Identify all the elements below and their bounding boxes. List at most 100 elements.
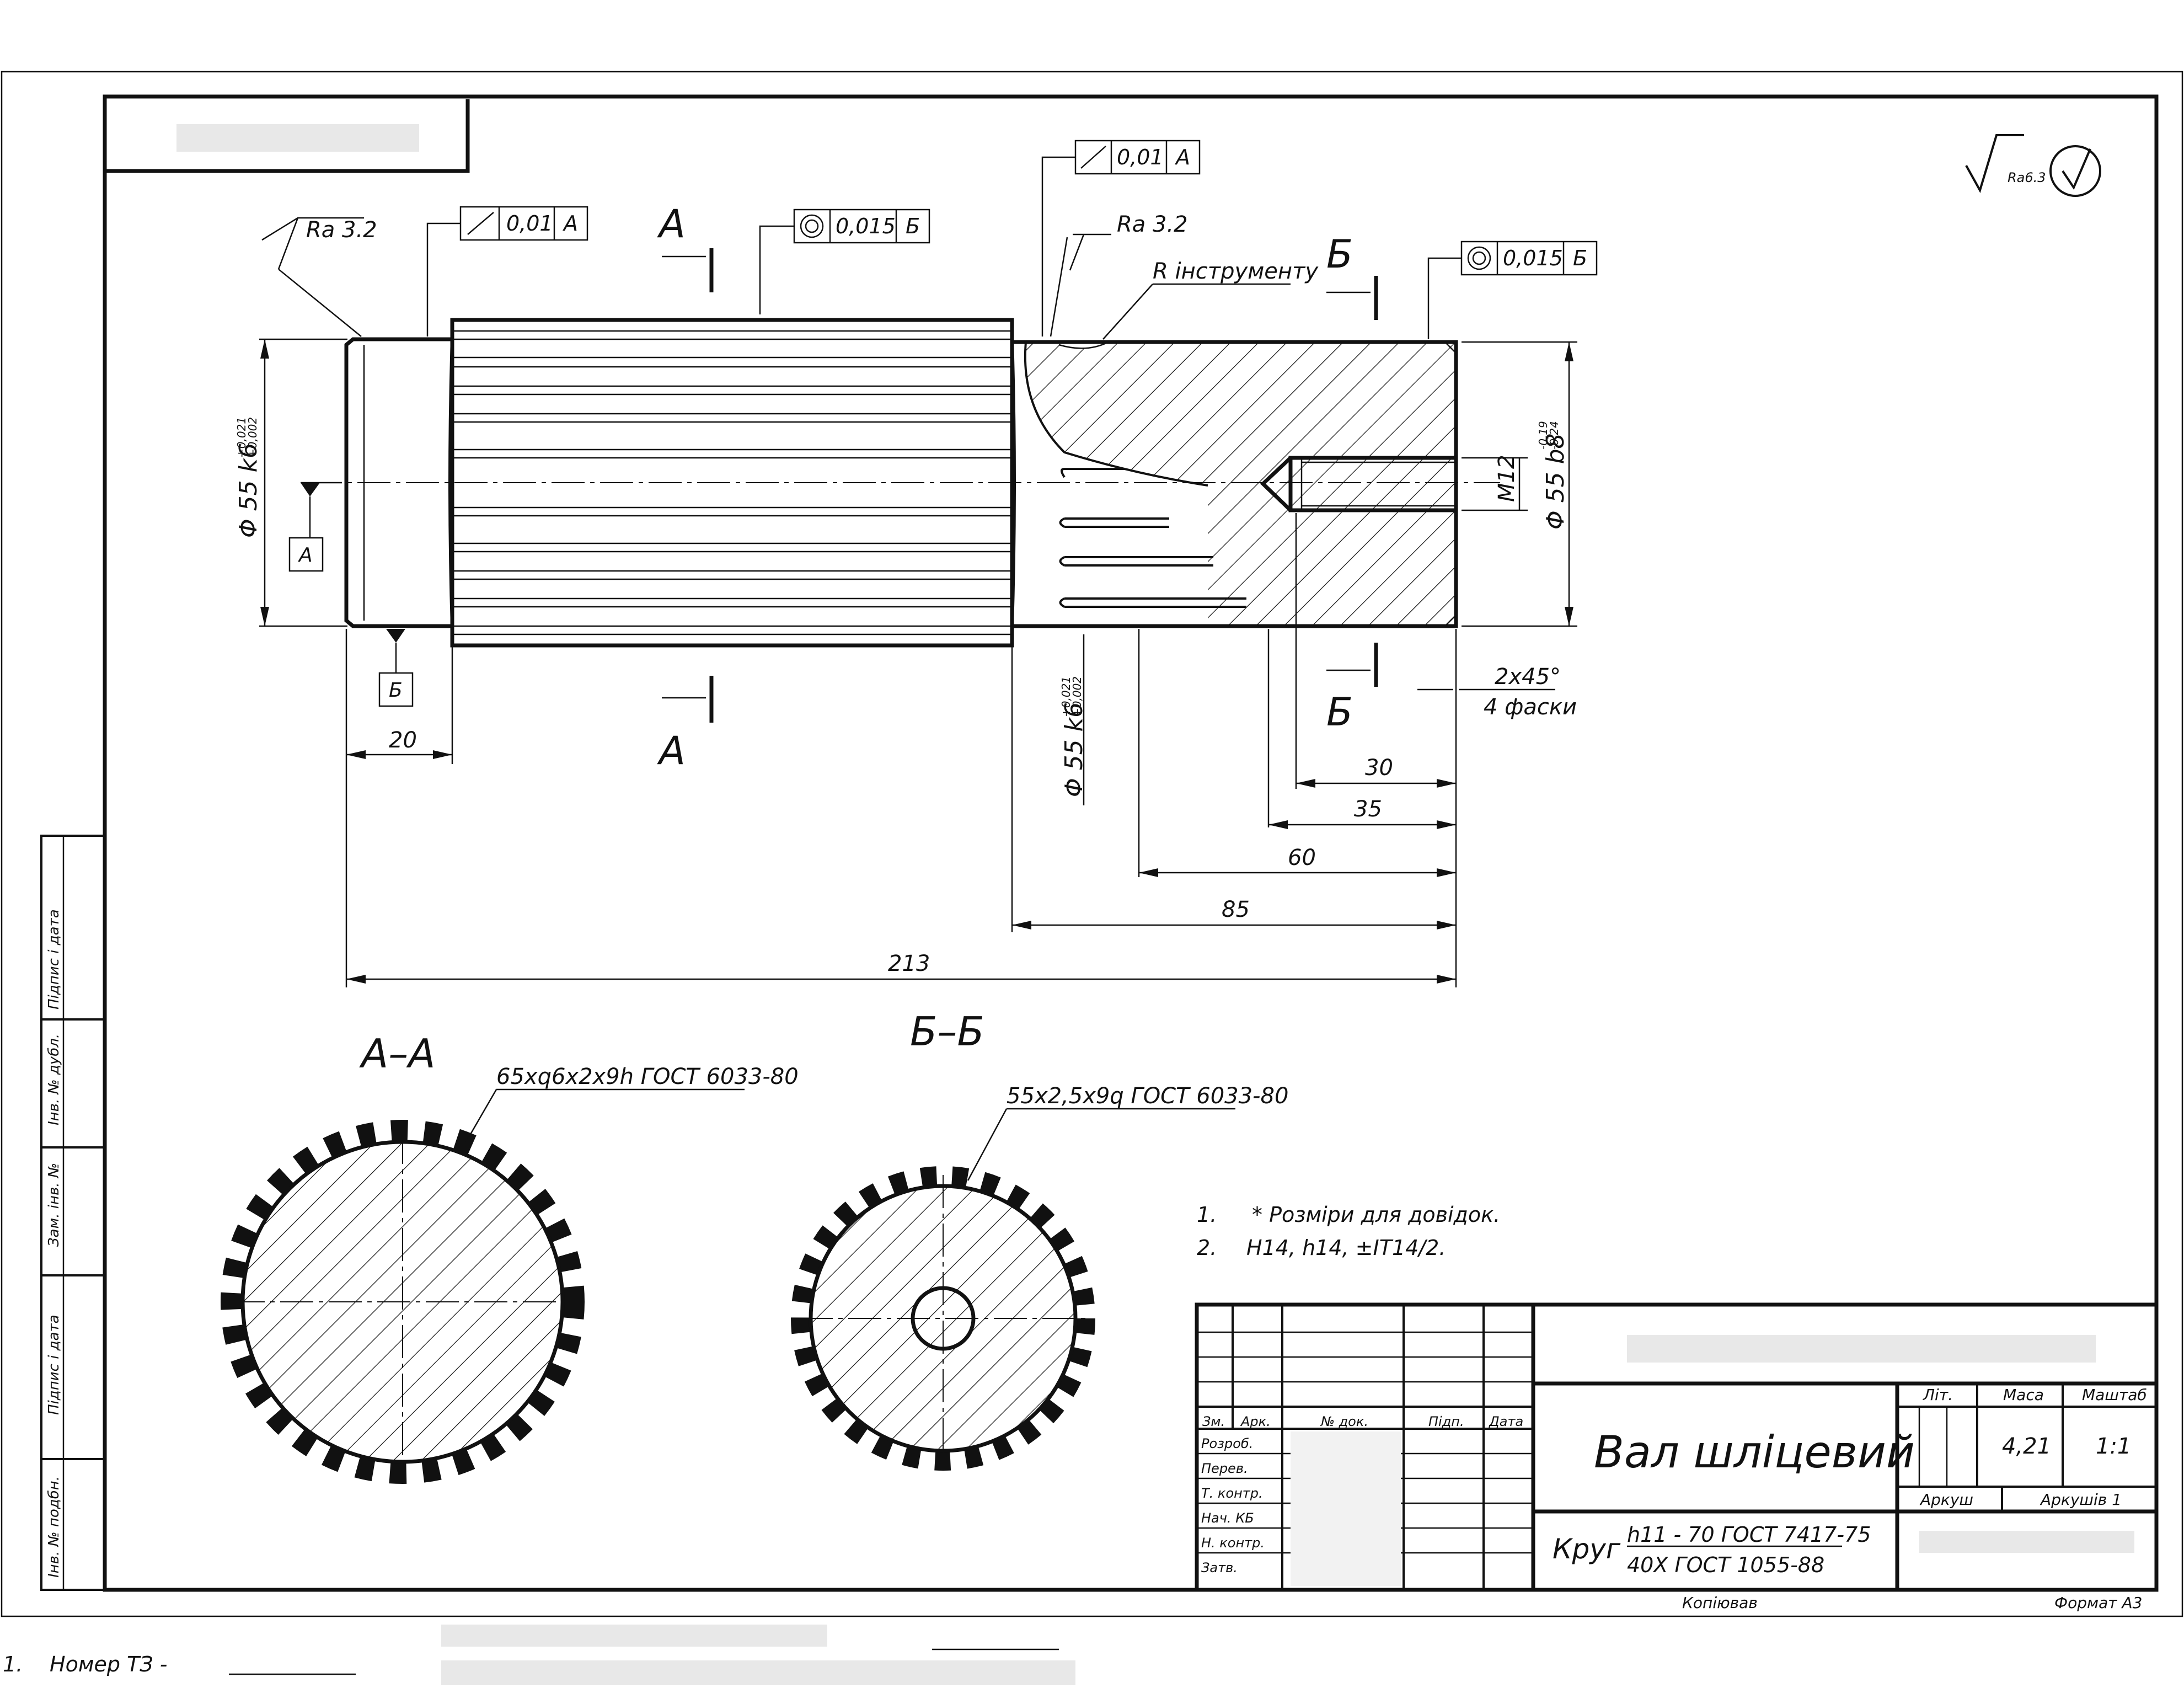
dim-thread: M12 xyxy=(1462,455,1528,511)
dim-lengths xyxy=(345,513,1457,987)
svg-text:+0,021: +0,021 xyxy=(1059,676,1073,717)
svg-text:0,01: 0,01 xyxy=(506,211,553,236)
svg-text:* Розміри для довідок.: * Розміри для довідок. xyxy=(1252,1203,1500,1227)
side-stamp: Підпис і дата Інв. № дубл. Зам. інв. № П… xyxy=(40,835,106,1591)
dim-35: 35 xyxy=(1354,797,1382,822)
svg-text:Б: Б xyxy=(389,679,403,702)
svg-text:Φ 55 k6: Φ 55 k6 xyxy=(1060,702,1088,797)
svg-text:Б: Б xyxy=(1326,232,1353,277)
svg-text:0,015: 0,015 xyxy=(836,214,896,238)
svg-text:Φ 55 k6: Φ 55 k6 xyxy=(234,443,263,538)
svg-text:4 фаски: 4 фаски xyxy=(1484,695,1577,720)
tolerance-concentric-right: 0,015 Б xyxy=(1427,241,1598,339)
section-aa-title: А–А xyxy=(359,1030,436,1077)
svg-text:А: А xyxy=(298,544,313,567)
section-marker-a: А А xyxy=(657,201,714,773)
svg-text:R інструменту: R інструменту xyxy=(1153,259,1319,284)
svg-text:40Х ГОСТ 1055-88: 40Х ГОСТ 1055-88 xyxy=(1627,1553,1824,1577)
svg-text:Маса: Маса xyxy=(2003,1386,2044,1404)
svg-text:1.: 1. xyxy=(3,1652,23,1676)
svg-text:+0,002: +0,002 xyxy=(246,417,259,458)
dim-arrows xyxy=(346,750,1456,984)
spline-bb-spec: 55x2,5x9q ГОСТ 6033-80 xyxy=(1007,1083,1288,1109)
spline-aa-spec: 65xq6x2x9h ГОСТ 6033-80 xyxy=(496,1064,799,1089)
footer: 1. Номер ТЗ - xyxy=(3,1625,1075,1685)
svg-text:0,015: 0,015 xyxy=(1503,246,1563,270)
svg-text:Дата: Дата xyxy=(1489,1414,1523,1429)
side-dupl-inv: Інв. № дубл. xyxy=(46,1034,62,1125)
svg-text:Аркуш: Аркуш xyxy=(1919,1491,1973,1509)
roughness-stamp: Ra6.3 xyxy=(1965,134,2101,197)
roughness-stamp-value: Ra6.3 xyxy=(2008,170,2046,185)
svg-text:Перев.: Перев. xyxy=(1201,1461,1248,1476)
svg-text:Б: Б xyxy=(1326,690,1353,735)
dim-dia-mid: Φ 55 k6 +0,021 +0,002 xyxy=(1059,634,1088,805)
section-aa: 65xq6x2x9h ГОСТ 6033-80 xyxy=(221,1064,799,1484)
svg-text:+0,021: +0,021 xyxy=(235,417,248,458)
svg-text:Арк.: Арк. xyxy=(1240,1414,1271,1429)
svg-text:Б: Б xyxy=(1573,246,1587,270)
svg-text:2x45°: 2x45° xyxy=(1495,664,1561,690)
svg-text:Т. контр.: Т. контр. xyxy=(1201,1486,1263,1501)
svg-text:А: А xyxy=(562,211,578,236)
dim-dia-right: Φ 55 b8 -0,19 -0,24 xyxy=(1462,341,1577,627)
top-left-stamp xyxy=(105,99,470,173)
dim-60: 60 xyxy=(1288,845,1316,870)
sheet-border xyxy=(1,71,2183,1617)
scale-value: 1:1 xyxy=(2096,1434,2131,1459)
roughness-left: Ra 3.2 xyxy=(261,217,377,337)
dim-20: 20 xyxy=(389,728,417,753)
dim-30: 30 xyxy=(1365,755,1393,781)
svg-text:Аркушів 1: Аркушів 1 xyxy=(2040,1491,2122,1509)
tolerance-concentric-mid: 0,015 Б xyxy=(759,209,930,314)
svg-text:А: А xyxy=(657,728,686,773)
svg-text:Н. контр.: Н. контр. xyxy=(1201,1535,1265,1551)
dim-chamfer: 2x45° 4 фаски xyxy=(1417,664,1577,720)
svg-text:M12: M12 xyxy=(1494,455,1519,502)
section-bb-title: Б–Б xyxy=(910,1008,984,1055)
side-orig-inv: Інв. № подбн. xyxy=(46,1476,62,1578)
shaft-main-view xyxy=(309,318,1500,648)
datum-a: А xyxy=(288,482,342,572)
section-marker-b: Б Б xyxy=(1326,232,1378,735)
svg-text:-0,19: -0,19 xyxy=(1537,421,1550,450)
svg-text:Номер ТЗ -: Номер ТЗ - xyxy=(50,1652,167,1676)
tolerance-runout-top: 0,01 А xyxy=(1041,140,1201,336)
svg-text:Нач. КБ: Нач. КБ xyxy=(1201,1510,1254,1526)
svg-text:Затв.: Затв. xyxy=(1201,1560,1238,1575)
side-repl-inv: Зам. інв. № xyxy=(46,1163,62,1247)
svg-text:+0,002: +0,002 xyxy=(1070,676,1084,717)
tool-radius-label: R інструменту xyxy=(1102,259,1319,340)
side-sign-date-1: Підпис і дата xyxy=(46,909,62,1009)
svg-text:Б: Б xyxy=(906,214,920,238)
dim-dia-left: Φ 55 k6 +0,021 +0,002 xyxy=(234,338,347,627)
svg-text:Підп.: Підп. xyxy=(1428,1414,1464,1429)
svg-text:Ra 3.2: Ra 3.2 xyxy=(1117,212,1188,237)
svg-text:Копіював: Копіював xyxy=(1682,1594,1758,1612)
svg-text:h11 - 70 ГОСТ 7417-75: h11 - 70 ГОСТ 7417-75 xyxy=(1627,1523,1871,1547)
roughness-mid: Ra 3.2 xyxy=(1050,212,1188,337)
svg-text:А: А xyxy=(1174,145,1190,169)
svg-text:Φ 55 b8: Φ 55 b8 xyxy=(1541,433,1570,530)
dim-213: 213 xyxy=(888,951,930,976)
datum-b: Б xyxy=(378,629,414,707)
svg-text:№ док.: № док. xyxy=(1320,1414,1368,1429)
mass-value: 4,21 xyxy=(2002,1434,2051,1459)
svg-text:Круг: Круг xyxy=(1553,1533,1621,1565)
svg-text:-0,24: -0,24 xyxy=(1548,421,1561,450)
part-name: Вал шліцевий xyxy=(1594,1427,1915,1478)
svg-text:2.: 2. xyxy=(1197,1236,1217,1260)
svg-text:Літ.: Літ. xyxy=(1923,1386,1953,1404)
dim-85: 85 xyxy=(1222,897,1250,922)
svg-text:H14, h14, ±IT14/2.: H14, h14, ±IT14/2. xyxy=(1246,1236,1446,1260)
svg-text:А: А xyxy=(657,201,686,247)
svg-text:Формат А3: Формат А3 xyxy=(2054,1594,2142,1612)
svg-text:Ra 3.2: Ra 3.2 xyxy=(306,217,377,243)
svg-text:0,01: 0,01 xyxy=(1117,145,1164,169)
svg-text:Зм.: Зм. xyxy=(1202,1414,1225,1429)
svg-text:Маштаб: Маштаб xyxy=(2082,1386,2147,1404)
svg-text:1.: 1. xyxy=(1197,1203,1217,1227)
tolerance-runout-left: 0,01 А xyxy=(426,206,588,336)
svg-text:Розроб.: Розроб. xyxy=(1201,1436,1253,1451)
